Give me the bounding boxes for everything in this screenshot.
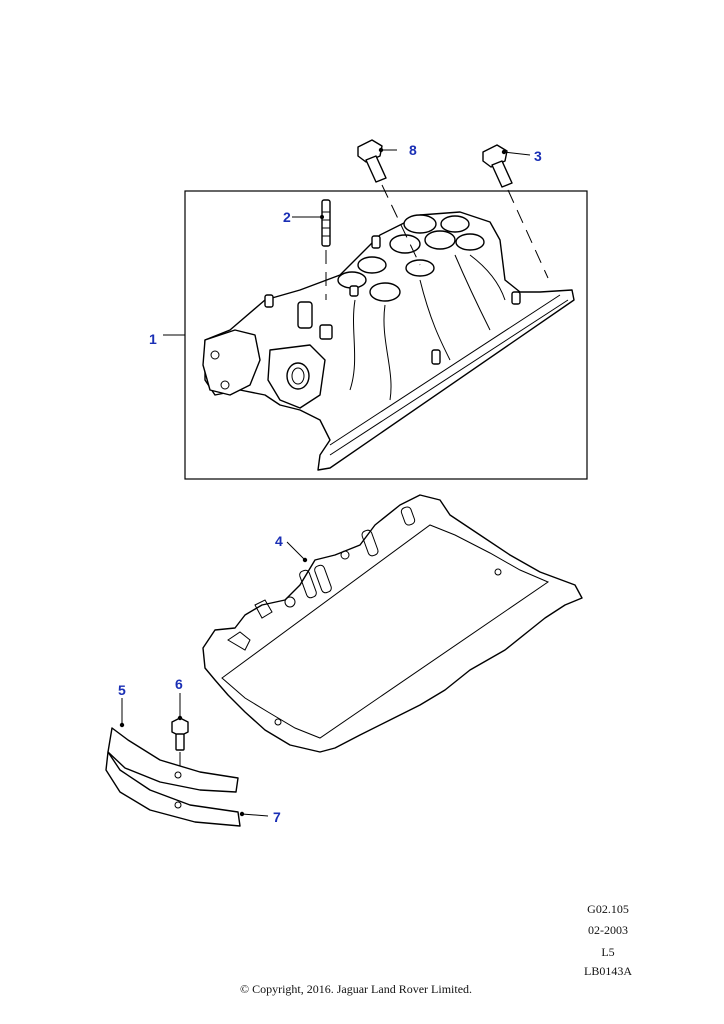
callout-8: 8 (409, 142, 417, 158)
bolt-8 (357, 139, 421, 266)
callout-4: 4 (275, 533, 283, 549)
callout-6: 6 (175, 676, 183, 692)
intake-manifold (202, 211, 575, 471)
bolt-3 (482, 144, 549, 279)
stud (321, 199, 331, 300)
callout-3: 3 (534, 148, 542, 164)
heat-shield (105, 727, 241, 827)
copyright-notice: © Copyright, 2016. Jaguar Land Rover Lim… (239, 982, 473, 996)
ref-line: L5 (601, 945, 615, 959)
callout-7: 7 (273, 809, 281, 825)
callout-2: 2 (283, 209, 291, 225)
callout-1: 1 (149, 331, 157, 347)
manifold-gasket (202, 494, 583, 753)
ref-group: G02.105 (587, 902, 629, 916)
ref-date: 02-2003 (588, 923, 628, 937)
callout-5: 5 (118, 682, 126, 698)
ref-drawing: LB0143A (584, 964, 632, 978)
